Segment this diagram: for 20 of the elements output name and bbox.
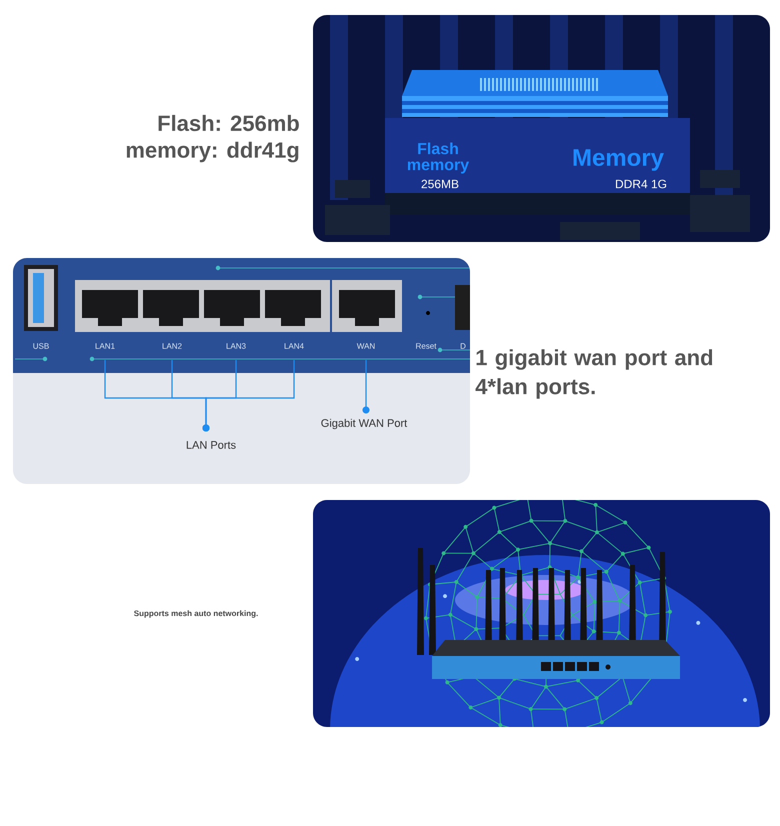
chip-label: DDR4 1G (616, 180, 666, 188)
port-label: LAN3 (226, 343, 246, 349)
callout-text: LAN Ports (186, 441, 236, 449)
chip-label: Flash memory (408, 142, 470, 174)
port-label: LAN2 (162, 343, 182, 349)
port-label: D (460, 343, 466, 349)
port-label: WAN (356, 343, 375, 349)
leader-line (202, 360, 295, 432)
port-label: Reset (416, 343, 436, 349)
spec-text: memory: ddr41g (126, 142, 298, 162)
chip-label: Memory (574, 149, 664, 171)
port-label: LAN4 (284, 343, 304, 349)
callout-text: Gigabit WAN Port (321, 418, 408, 430)
port-label: LAN1 (96, 343, 115, 349)
port-label: USB (33, 343, 49, 349)
spec-text: Flash: 256mb (158, 114, 299, 132)
leader-line (362, 360, 370, 414)
feature-text: Supports mesh auto networking. (134, 610, 258, 618)
chip-label: 256MB (422, 180, 458, 188)
feature-text: 1 gigabit wan port and 4*lan ports. (476, 349, 712, 399)
